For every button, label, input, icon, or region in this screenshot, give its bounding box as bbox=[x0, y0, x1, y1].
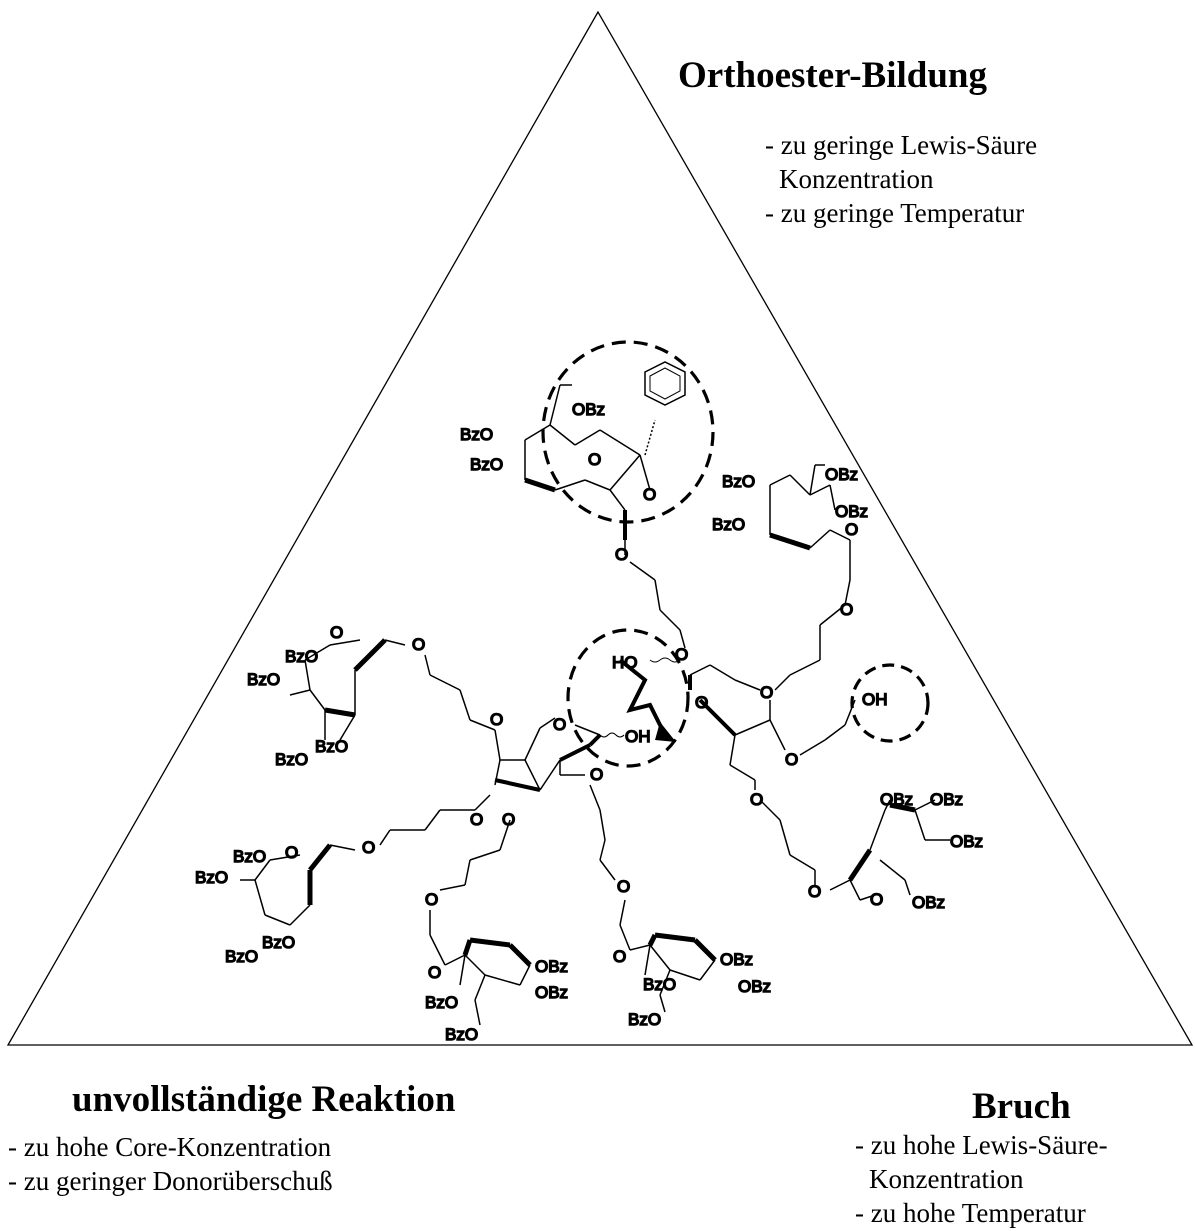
svg-text:O: O bbox=[490, 710, 503, 729]
svg-text:O: O bbox=[362, 838, 375, 857]
svg-text:BzO: BzO bbox=[195, 868, 228, 887]
svg-text:BzO: BzO bbox=[262, 933, 295, 952]
condition-line: - zu geringe Temperatur bbox=[765, 198, 1025, 228]
svg-text:BzO: BzO bbox=[460, 425, 493, 444]
condition-line: - zu geringer Donorüberschuß bbox=[8, 1166, 333, 1196]
sugar-left-bottom: O BzO BzO BzO BzO bbox=[194, 842, 356, 967]
sugar-top-right: BzO BzO OBz OBz O O O bbox=[711, 464, 869, 703]
linker-bottom-right: O O bbox=[749, 789, 822, 902]
svg-text:O: O bbox=[617, 877, 630, 896]
core-sugar-left: O OH O bbox=[494, 714, 651, 792]
svg-text:OBz: OBz bbox=[572, 400, 605, 419]
svg-text:OBz: OBz bbox=[950, 832, 983, 851]
core-sugar-right: HO O O OH bbox=[611, 652, 888, 790]
svg-text:O: O bbox=[502, 810, 515, 829]
condition-line: - zu hohe Lewis-Säure- bbox=[855, 1130, 1108, 1160]
sugar-bottom-center-left: O OBz OBz BzO BzO bbox=[424, 910, 569, 1045]
svg-text:OBz: OBz bbox=[835, 502, 868, 521]
linker-left-low: O O bbox=[361, 794, 491, 858]
svg-text:O: O bbox=[840, 600, 853, 619]
svg-text:O: O bbox=[845, 520, 858, 539]
svg-text:BzO: BzO bbox=[425, 993, 458, 1012]
linker-1: O O bbox=[614, 540, 689, 665]
condition-line: - zu hohe Core-Konzentration bbox=[8, 1132, 332, 1162]
svg-text:O: O bbox=[330, 623, 343, 642]
svg-text:BzO: BzO bbox=[712, 515, 745, 534]
condition-line: - zu geringe Lewis-Säure bbox=[765, 130, 1038, 160]
svg-text:BzO: BzO bbox=[315, 737, 348, 756]
svg-text:O: O bbox=[760, 683, 773, 702]
svg-text:BzO: BzO bbox=[628, 1010, 661, 1029]
svg-text:O: O bbox=[613, 947, 626, 966]
heading-incomplete-reaction: unvollständige Reaktion bbox=[72, 1079, 456, 1120]
problem-site-free-hydroxyl bbox=[850, 663, 930, 743]
svg-text:O: O bbox=[412, 635, 425, 654]
svg-text:O: O bbox=[428, 963, 441, 982]
triangle-frame bbox=[6, 10, 1194, 1046]
linker-left-up: O O bbox=[411, 634, 504, 761]
svg-text:OBz: OBz bbox=[930, 790, 963, 809]
svg-text:OH: OH bbox=[625, 727, 651, 746]
svg-text:BzO: BzO bbox=[225, 947, 258, 966]
svg-text:BzO: BzO bbox=[233, 847, 266, 866]
dendrimer-structure: BzO BzO OBz O O O O bbox=[194, 340, 984, 1045]
svg-text:O: O bbox=[808, 882, 821, 901]
conditions-cleavage: - zu hohe Lewis-Säure- Konzentration - z… bbox=[855, 1128, 1108, 1230]
svg-text:OH: OH bbox=[862, 690, 888, 709]
heading-cleavage: Bruch bbox=[972, 1086, 1071, 1127]
condition-line: Konzentration bbox=[869, 1164, 1024, 1194]
svg-text:O: O bbox=[590, 765, 603, 784]
svg-text:OBz: OBz bbox=[738, 977, 771, 996]
sugar-left-top: O BzO BzO BzO BzO bbox=[246, 622, 406, 770]
svg-text:O: O bbox=[285, 843, 298, 862]
sugar-top-left: BzO BzO OBz O O bbox=[459, 384, 657, 540]
condition-line: Konzentration bbox=[779, 164, 934, 194]
svg-text:OBz: OBz bbox=[535, 983, 568, 1002]
linker-down-left: O O bbox=[424, 809, 516, 910]
sugar-bottom-right: OBz OBz OBz OBz O bbox=[829, 789, 984, 913]
phenyl-ring bbox=[644, 361, 686, 406]
conditions-incomplete-reaction: - zu hohe Core-Konzentration - zu gering… bbox=[8, 1130, 333, 1198]
cleavage-arrow bbox=[618, 658, 676, 742]
svg-text:BzO: BzO bbox=[722, 472, 755, 491]
svg-text:O: O bbox=[785, 750, 798, 769]
svg-text:O: O bbox=[750, 790, 763, 809]
svg-text:O: O bbox=[870, 890, 883, 909]
svg-text:O: O bbox=[615, 545, 628, 564]
svg-text:O: O bbox=[588, 450, 601, 469]
svg-text:OBz: OBz bbox=[535, 957, 568, 976]
svg-text:BzO: BzO bbox=[445, 1025, 478, 1044]
svg-text:BzO: BzO bbox=[470, 455, 503, 474]
svg-text:BzO: BzO bbox=[247, 670, 280, 689]
svg-text:O: O bbox=[470, 810, 483, 829]
svg-text:OBz: OBz bbox=[720, 950, 753, 969]
problem-site-cleavage bbox=[566, 628, 690, 768]
heading-orthoester: Orthoester-Bildung bbox=[678, 55, 988, 96]
svg-text:OBz: OBz bbox=[825, 465, 858, 484]
svg-text:BzO: BzO bbox=[643, 975, 676, 994]
sugar-bottom-center-right: O OBz OBz BzO BzO bbox=[612, 899, 772, 1030]
svg-text:O: O bbox=[553, 715, 566, 734]
svg-text:OBz: OBz bbox=[880, 790, 913, 809]
conditions-orthoester: - zu geringe Lewis-Säure Konzentration -… bbox=[765, 128, 1037, 230]
svg-text:O: O bbox=[425, 890, 438, 909]
problem-site-orthoester bbox=[541, 340, 715, 524]
condition-line: - zu hohe Temperatur bbox=[855, 1198, 1086, 1228]
svg-text:O: O bbox=[643, 485, 656, 504]
linker-down-center: O bbox=[589, 784, 631, 897]
svg-text:BzO: BzO bbox=[275, 750, 308, 769]
svg-text:BzO: BzO bbox=[285, 647, 318, 666]
svg-text:OBz: OBz bbox=[912, 893, 945, 912]
svg-text:O: O bbox=[695, 693, 708, 712]
